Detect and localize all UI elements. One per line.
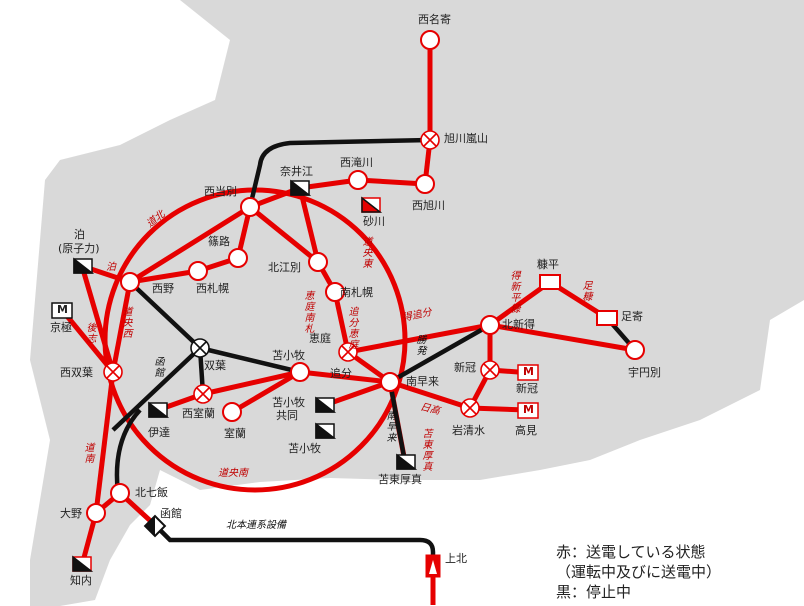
station-label: 岩清水 (452, 424, 485, 437)
kamikita-converter (425, 554, 441, 578)
station-label: 苫小牧 (288, 442, 321, 455)
station-label: 追分 (330, 367, 352, 380)
station-label: 知内 (70, 574, 92, 587)
switching-stations (103, 130, 500, 418)
legend-red-detail: （運転中及びに送電中） (556, 563, 722, 581)
station-label: 西野 (152, 282, 174, 295)
ashoro-box (596, 310, 618, 326)
station-label: 旭川嵐山 (444, 132, 488, 145)
line-label: 道央南 (218, 468, 248, 479)
line-label: 函館 (152, 356, 163, 378)
station-label: 苫東厚真 (378, 473, 422, 486)
landmass (30, 0, 804, 606)
plant-m-badge: M (57, 303, 68, 316)
station-label: 新冠 (516, 382, 538, 395)
station-label: 北七飯 (135, 486, 168, 499)
line-label: 後志 (84, 322, 95, 344)
legend-black: 黒：停止中 (556, 583, 632, 601)
station-label: 足寄 (621, 310, 643, 323)
station-label: 苫小牧 (272, 396, 305, 409)
m-plants (51, 302, 539, 419)
line-label: 勝発 (414, 334, 425, 356)
station-label: 南札幌 (340, 286, 373, 299)
station-label: 宇円別 (628, 366, 661, 379)
station-label: 伊達 (148, 426, 170, 439)
line-label: 泊 (106, 262, 116, 273)
plant-m-badge: M (523, 365, 534, 378)
station-label: 西双葉 (60, 366, 93, 379)
line-label: 恵庭南札 (302, 290, 313, 334)
station-label: 高見 (515, 424, 537, 437)
station-label: 西室蘭 (182, 407, 215, 420)
station-label: 上北 (445, 552, 467, 565)
line-label: 道央西 (120, 306, 131, 339)
station-label: 篠路 (208, 235, 230, 248)
substations (86, 30, 645, 523)
station-label: 南早来 (406, 375, 439, 388)
plant-m-badge: M (523, 403, 534, 416)
line-label: 道央東 (360, 236, 371, 269)
station-label: 西旭川 (412, 199, 445, 212)
line-label: 追分恵庭 (346, 306, 357, 350)
station-label: 苫小牧 (272, 349, 305, 362)
station-label: 恵庭 (309, 332, 331, 345)
power-plants (72, 179, 418, 572)
station-label: 大野 (60, 507, 82, 520)
station-label: 西滝川 (340, 156, 373, 169)
line-label: 足糠 (580, 280, 591, 302)
hvdc-label: 北本連系設備 (226, 520, 286, 531)
station-label: 京極 (50, 321, 72, 334)
station-label: 双葉 (204, 359, 226, 372)
line-label: 道南 (82, 442, 93, 464)
station-label: 泊 (74, 228, 85, 241)
station-label: 新冠 (454, 361, 476, 374)
station-label: 西札幌 (196, 282, 229, 295)
line-label: 南早来 (384, 410, 395, 443)
station-label: 北新得 (502, 318, 535, 331)
station-label: 西名寄 (418, 13, 451, 26)
line-label: 得新平糠 (508, 270, 519, 314)
station-label: 砂川 (363, 215, 385, 228)
legend-red: 赤：送電している状態 (556, 543, 706, 561)
legend: 赤：送電している状態 （運転中及びに送電中） 黒：停止中 (556, 542, 721, 602)
line-label: 苫東厚真 (420, 428, 431, 472)
station-label: 室蘭 (224, 427, 246, 440)
station-label: 函館 (160, 507, 182, 520)
station-label: 北江別 (268, 261, 301, 274)
station-label: 奈井江 (280, 165, 313, 178)
hakodate-converter (143, 514, 167, 538)
station-label: 共同 (276, 409, 298, 422)
station-label: (原子力) (58, 242, 100, 255)
station-label: 西当別 (204, 185, 237, 198)
nukabira-box (539, 274, 561, 290)
station-label: 糠平 (537, 258, 559, 271)
